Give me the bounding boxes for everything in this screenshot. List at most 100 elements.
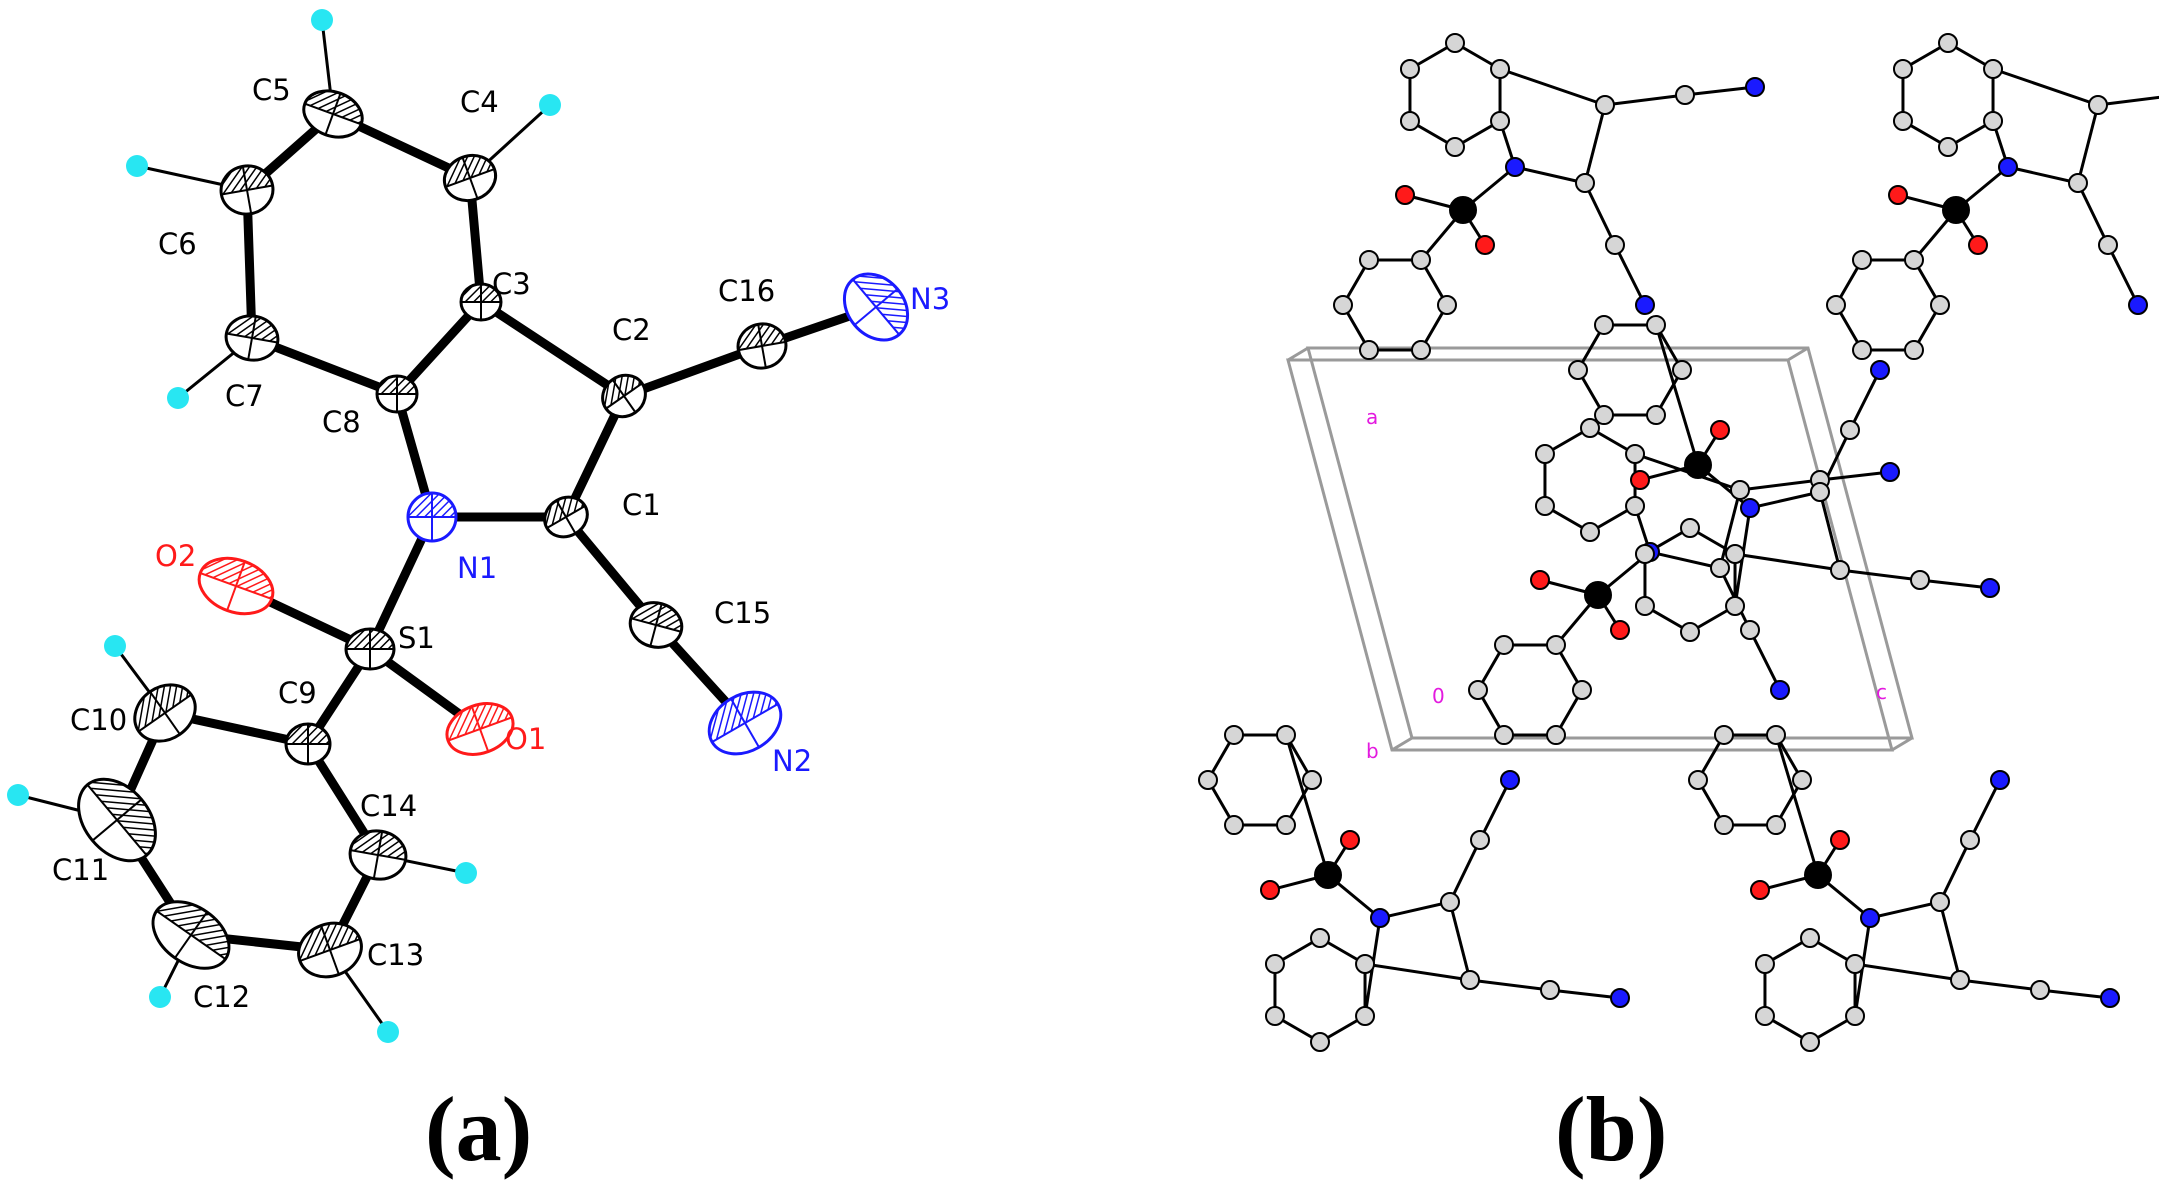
packing-carbon-atom bbox=[1910, 570, 1930, 590]
packing-carbon-atom bbox=[1468, 680, 1488, 700]
packing-carbon-atom bbox=[1892, 111, 1913, 131]
packing-bond bbox=[1869, 900, 1941, 920]
packing-carbon-atom bbox=[1754, 954, 1775, 974]
packing-carbon-atom bbox=[1852, 340, 1872, 361]
packing-carbon-atom bbox=[1264, 954, 1285, 974]
packing-carbon-atom bbox=[2030, 980, 2050, 1000]
atom-c8 bbox=[375, 374, 419, 414]
packing-carbon-atom bbox=[1310, 928, 1330, 948]
packing-carbon-atom bbox=[1437, 295, 1457, 315]
packing-nitrogen-atom bbox=[1880, 462, 1900, 482]
packing-nitrogen-atom bbox=[2100, 988, 2120, 1008]
packing-oxygen-atom bbox=[1340, 830, 1360, 850]
packing-atom-layer bbox=[1198, 33, 2148, 1052]
packing-carbon-atom bbox=[1540, 980, 1560, 1000]
packing-bond bbox=[1583, 104, 1607, 184]
packing-nitrogen-atom bbox=[2128, 295, 2148, 315]
atom-s1 bbox=[344, 627, 396, 671]
packing-bond bbox=[1514, 165, 1586, 185]
atom-label-c2: C2 bbox=[612, 313, 651, 347]
packing-carbon-atom bbox=[1625, 444, 1646, 464]
packing-carbon-atom bbox=[1546, 725, 1566, 746]
packing-carbon-atom bbox=[1580, 418, 1600, 438]
axis-label-c: c bbox=[1876, 680, 1887, 704]
packing-carbon-atom bbox=[1983, 111, 2004, 131]
atom-c16 bbox=[736, 322, 788, 370]
unit-cell-edge bbox=[1787, 346, 1809, 362]
packing-carbon-atom bbox=[1445, 137, 1465, 157]
atom-label-c11: C11 bbox=[52, 853, 109, 887]
atom-label-o2: O2 bbox=[155, 539, 196, 573]
packing-bond bbox=[1478, 779, 1512, 841]
atom-label-c3: C3 bbox=[492, 267, 531, 301]
packing-carbon-atom bbox=[1568, 360, 1588, 380]
packing-nitrogen-atom bbox=[1500, 770, 1520, 790]
packing-carbon-atom bbox=[1594, 314, 1614, 335]
atom-c12 bbox=[151, 900, 231, 970]
packing-carbon-atom bbox=[1950, 970, 1970, 990]
packing-nitrogen-atom bbox=[1370, 908, 1390, 928]
atom-o1 bbox=[445, 702, 515, 756]
atom-label-c1: C1 bbox=[622, 488, 661, 522]
packing-bond bbox=[1774, 734, 1820, 876]
packing-carbon-atom bbox=[1445, 33, 1465, 53]
atom-c1 bbox=[543, 495, 589, 539]
packing-oxygen-atom bbox=[1750, 880, 1770, 900]
packing-carbon-atom bbox=[1411, 249, 1431, 270]
atom-label-c9: C9 bbox=[278, 676, 317, 710]
unit-cell bbox=[1286, 346, 1914, 752]
packing-nitrogen-atom bbox=[1990, 770, 2010, 790]
packing-nitrogen-atom bbox=[1870, 360, 1890, 380]
bond-c3-c8 bbox=[392, 297, 486, 399]
atom-c4 bbox=[442, 153, 498, 203]
atom-label-c16: C16 bbox=[718, 274, 775, 308]
packing-carbon-atom bbox=[1198, 770, 1218, 790]
packing-carbon-atom bbox=[1845, 1006, 1866, 1026]
packing-carbon-atom bbox=[1845, 954, 1866, 974]
packing-bond bbox=[2076, 182, 2110, 246]
packing-carbon-atom bbox=[1680, 622, 1700, 642]
packing-carbon-atom bbox=[1725, 596, 1746, 616]
packing-carbon-atom bbox=[1302, 770, 1322, 790]
packing-bond bbox=[1469, 978, 1551, 992]
atom-n2 bbox=[707, 690, 783, 756]
packing-carbon-atom bbox=[1333, 295, 1353, 315]
atom-n3 bbox=[842, 272, 910, 342]
atom-c10 bbox=[133, 683, 197, 743]
packing-nitrogen-atom bbox=[1740, 498, 1760, 518]
packing-bond bbox=[1938, 839, 1972, 903]
packing-carbon-atom bbox=[1800, 928, 1820, 948]
packing-carbon-atom bbox=[1634, 596, 1655, 616]
hydrogen-atom-h7 bbox=[167, 387, 189, 409]
packing-carbon-atom bbox=[1490, 111, 1511, 131]
packing-carbon-atom bbox=[1440, 892, 1460, 912]
packing-bond bbox=[1992, 67, 2099, 107]
hydrogen-atom-h11 bbox=[7, 784, 29, 806]
atom-label-c12: C12 bbox=[193, 980, 250, 1014]
packing-carbon-atom bbox=[1575, 173, 1595, 193]
packing-sulfur-atom bbox=[1449, 196, 1477, 224]
packing-carbon-atom bbox=[2068, 173, 2088, 193]
packing-bond bbox=[2106, 244, 2140, 306]
atom-label-c7: C7 bbox=[225, 379, 264, 413]
packing-carbon-atom bbox=[1355, 1006, 1376, 1026]
packing-carbon-atom bbox=[1930, 295, 1950, 315]
packing-carbon-atom bbox=[1224, 815, 1244, 836]
packing-bond bbox=[1748, 629, 1782, 691]
atom-label-c14: C14 bbox=[360, 789, 417, 823]
packing-carbon-atom bbox=[1792, 770, 1812, 790]
packing-carbon-atom bbox=[1534, 496, 1555, 516]
packing-nitrogen-atom bbox=[1980, 578, 2000, 598]
packing-bond bbox=[1739, 478, 1821, 492]
atom-o2 bbox=[197, 556, 275, 616]
packing-carbon-atom bbox=[1680, 518, 1700, 538]
axis-label-layer: a 0 b c bbox=[1366, 405, 1887, 763]
packing-bond bbox=[1583, 182, 1617, 246]
packing-carbon-atom bbox=[1904, 340, 1924, 361]
packing-carbon-atom bbox=[1359, 249, 1379, 270]
packing-carbon-atom bbox=[2098, 235, 2118, 255]
atom-n1 bbox=[406, 491, 458, 543]
hydrogen-atom-h12 bbox=[149, 986, 171, 1008]
atom-label-c10: C10 bbox=[70, 703, 127, 737]
